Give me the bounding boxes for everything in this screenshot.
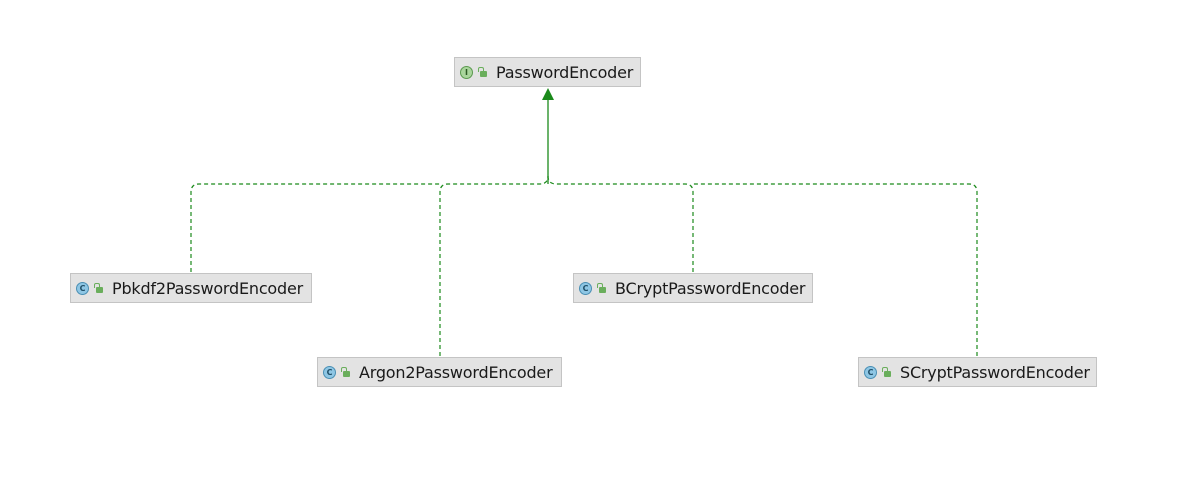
node-label: Argon2PasswordEncoder bbox=[359, 362, 553, 382]
class-icon: C bbox=[323, 365, 336, 379]
edge-scrypt bbox=[693, 183, 978, 356]
node-pbkdf2-password-encoder[interactable]: C Pbkdf2PasswordEncoder bbox=[70, 273, 312, 303]
edge-pbkdf2 bbox=[190, 183, 440, 272]
node-scrypt-password-encoder[interactable]: C SCryptPasswordEncoder bbox=[858, 357, 1097, 387]
node-label: SCryptPasswordEncoder bbox=[900, 362, 1090, 382]
lock-icon bbox=[881, 367, 891, 377]
node-argon2-password-encoder[interactable]: C Argon2PasswordEncoder bbox=[317, 357, 562, 387]
edge-argon2 bbox=[439, 175, 549, 356]
lock-icon bbox=[477, 67, 487, 77]
class-icon: C bbox=[76, 281, 89, 295]
lock-icon bbox=[93, 283, 103, 293]
edge-arrowhead bbox=[542, 88, 554, 100]
node-label: PasswordEncoder bbox=[496, 62, 634, 82]
node-label: BCryptPasswordEncoder bbox=[615, 278, 806, 298]
class-icon: C bbox=[864, 365, 877, 379]
edge-bcrypt bbox=[547, 175, 694, 272]
interface-icon: I bbox=[460, 65, 473, 79]
node-label: Pbkdf2PasswordEncoder bbox=[112, 278, 303, 298]
lock-icon bbox=[340, 367, 350, 377]
class-icon: C bbox=[579, 281, 592, 295]
lock-icon bbox=[596, 283, 606, 293]
node-password-encoder[interactable]: I PasswordEncoder bbox=[454, 57, 641, 87]
node-bcrypt-password-encoder[interactable]: C BCryptPasswordEncoder bbox=[573, 273, 813, 303]
